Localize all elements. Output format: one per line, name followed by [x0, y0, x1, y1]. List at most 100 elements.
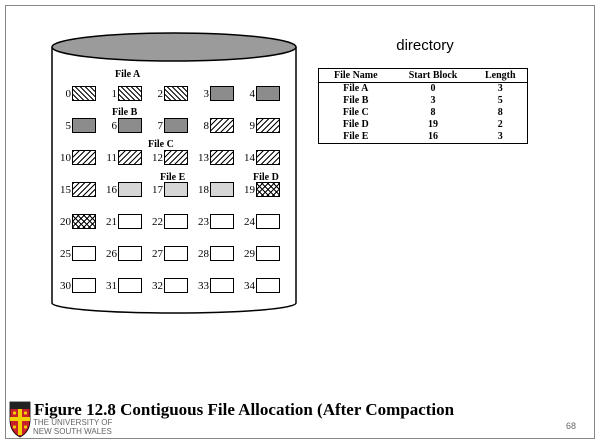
- disk-block: 22: [148, 214, 188, 229]
- table-row: File C 8 8: [319, 107, 528, 119]
- block-number: 24: [244, 215, 255, 228]
- block-file-b: [256, 86, 280, 101]
- disk-block: 28: [194, 246, 234, 261]
- block-number: 34: [244, 279, 255, 292]
- block-number: 21: [106, 215, 117, 228]
- cell-file-name: File D: [342, 119, 369, 130]
- header-start-block: Start Block: [392, 68, 474, 83]
- cell-start-block: 0: [430, 83, 436, 94]
- cell-file-name: File A: [343, 83, 369, 94]
- block-file-b: [210, 86, 234, 101]
- table-row: File A 0 3: [319, 83, 528, 96]
- block-free: [210, 214, 234, 229]
- disk-block: 25: [56, 246, 96, 261]
- university-name-line2: NEW SOUTH WALES: [33, 427, 112, 436]
- cell-file-name: File B: [343, 95, 369, 106]
- block-free: [210, 278, 234, 293]
- university-crest-logo: [9, 401, 31, 438]
- block-file-d: [256, 182, 280, 197]
- cell-length: 3: [497, 131, 503, 142]
- block-number: 32: [152, 279, 163, 292]
- block-number: 9: [249, 119, 256, 132]
- block-file-e: [210, 182, 234, 197]
- block-free: [118, 214, 142, 229]
- disk-block: 3: [194, 86, 234, 101]
- block-number: 5: [65, 119, 72, 132]
- block-number: 31: [106, 279, 117, 292]
- block-file-c: [256, 150, 280, 165]
- disk-block: 18: [194, 182, 234, 197]
- disk-block: 32: [148, 278, 188, 293]
- table-row: File E 16 3: [319, 131, 528, 144]
- block-free: [164, 278, 188, 293]
- disk-block: 29: [240, 246, 280, 261]
- disk-block: 24: [240, 214, 280, 229]
- university-name-line1: THE UNIVERSITY OF: [33, 418, 113, 427]
- block-file-b: [118, 118, 142, 133]
- directory-header-row: File Name Start Block Length: [318, 68, 528, 83]
- block-file-b: [164, 118, 188, 133]
- disk-block: 12: [148, 150, 188, 165]
- block-file-e: [118, 182, 142, 197]
- table-row: File D 19 2: [319, 119, 528, 131]
- block-file-c: [118, 150, 142, 165]
- block-file-c: [210, 150, 234, 165]
- disk-block: 15: [56, 182, 96, 197]
- disk-block: 21: [102, 214, 142, 229]
- cell-start-block: 16: [428, 131, 439, 142]
- disk-block: 19: [240, 182, 280, 197]
- cell-length: 3: [497, 83, 503, 94]
- cell-length: 2: [497, 119, 503, 130]
- block-number: 28: [198, 247, 209, 260]
- block-number: 14: [244, 151, 255, 164]
- block-number: 12: [152, 151, 163, 164]
- disk-block: 5: [56, 118, 96, 133]
- disk-block: 4: [240, 86, 280, 101]
- file-b-label: File B: [112, 107, 138, 118]
- block-free: [118, 278, 142, 293]
- block-file-b: [72, 118, 96, 133]
- block-free: [72, 278, 96, 293]
- block-free: [164, 214, 188, 229]
- block-number: 2: [157, 87, 164, 100]
- disk-block: 17: [148, 182, 188, 197]
- directory-title: directory: [396, 37, 454, 54]
- disk-block: 20: [56, 214, 96, 229]
- disk-block: 31: [102, 278, 142, 293]
- disk-block: 9: [240, 118, 280, 133]
- block-file-a: [164, 86, 188, 101]
- file-d-label: File D: [253, 172, 279, 183]
- directory-table: File Name Start Block Length File A 0 3 …: [318, 68, 528, 144]
- cell-length: 5: [497, 95, 503, 106]
- disk-block: 13: [194, 150, 234, 165]
- block-number: 30: [60, 279, 71, 292]
- disk-block: 7: [148, 118, 188, 133]
- block-number: 20: [60, 215, 71, 228]
- cell-length: 8: [497, 107, 503, 118]
- disk-block: 10: [56, 150, 96, 165]
- block-number: 3: [203, 87, 210, 100]
- disk-block: 0: [56, 86, 96, 101]
- block-file-c: [256, 118, 280, 133]
- disk-block: 1: [102, 86, 142, 101]
- cell-file-name: File C: [342, 107, 369, 118]
- block-free: [256, 246, 280, 261]
- file-c-label: File C: [148, 139, 174, 150]
- block-file-a: [72, 86, 96, 101]
- disk-block: 6: [102, 118, 142, 133]
- cell-file-name: File E: [343, 131, 369, 142]
- slide-frame: [5, 5, 595, 439]
- disk-block: 2: [148, 86, 188, 101]
- disk-block: 26: [102, 246, 142, 261]
- cell-start-block: 3: [430, 95, 436, 106]
- block-free: [210, 246, 234, 261]
- block-file-d: [72, 214, 96, 229]
- block-file-c: [72, 150, 96, 165]
- disk-block: 34: [240, 278, 280, 293]
- block-number: 17: [152, 183, 163, 196]
- block-number: 0: [65, 87, 72, 100]
- block-number: 25: [60, 247, 71, 260]
- block-number: 6: [111, 119, 118, 132]
